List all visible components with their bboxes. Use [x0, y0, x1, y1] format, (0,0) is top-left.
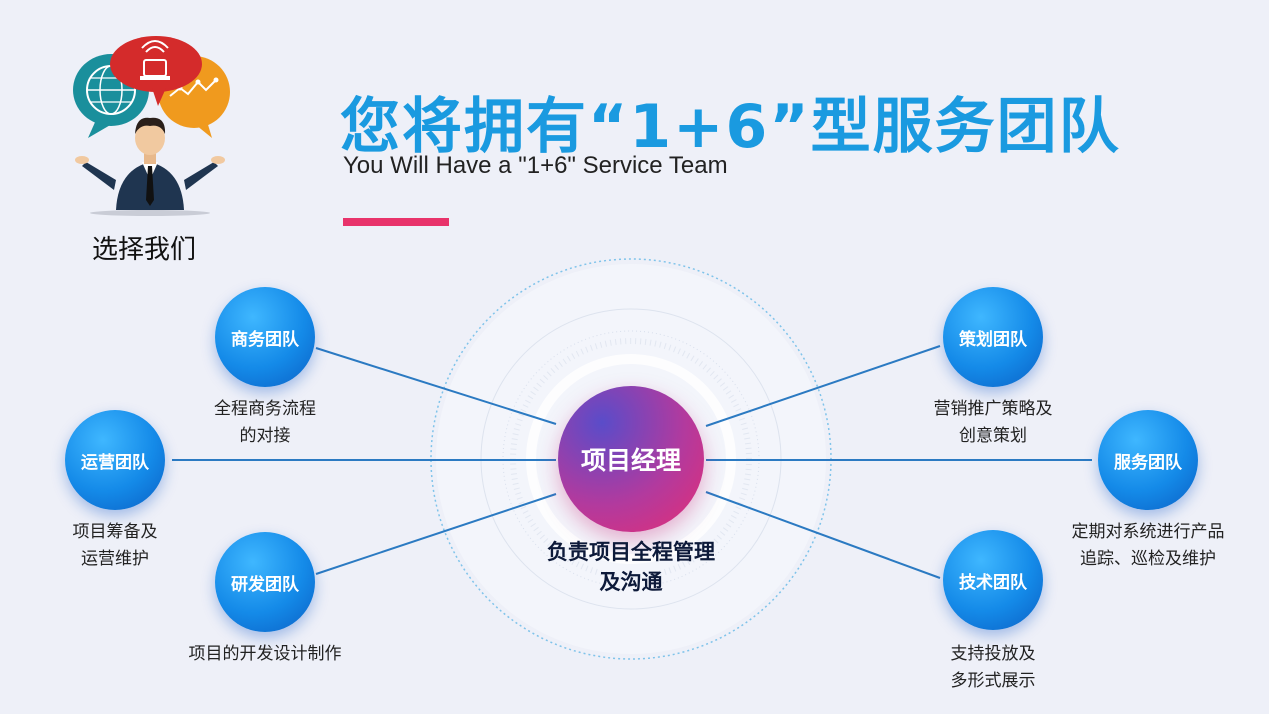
- planning-team-node: 策划团队: [943, 287, 1043, 387]
- project-manager-label: 项目经理: [580, 446, 681, 475]
- project-manager-node: 项目经理: [558, 386, 704, 532]
- rnd-team-label: 研发团队: [231, 574, 299, 595]
- rnd-team-desc: 项目的开发设计制作: [140, 641, 390, 668]
- business-team-desc-line1: 全程商务流程: [214, 399, 316, 419]
- service-team-desc-line1: 定期对系统进行产品: [1071, 522, 1225, 542]
- operations-team-desc-line2: 运营维护: [81, 549, 149, 569]
- business-team-label: 商务团队: [231, 329, 299, 350]
- rnd-team-desc-line1: 项目的开发设计制作: [188, 644, 342, 664]
- planning-team-label: 策划团队: [959, 329, 1027, 350]
- service-team-desc: 定期对系统进行产品 追踪、巡检及维护: [1048, 519, 1248, 573]
- project-manager-desc-line1: 负责项目全程管理: [547, 540, 715, 564]
- tech-team-desc: 支持投放及 多形式展示: [893, 641, 1093, 695]
- service-team-label: 服务团队: [1114, 452, 1182, 473]
- tech-team-desc-line1: 支持投放及: [950, 644, 1036, 664]
- business-team-desc-line2: 的对接: [239, 426, 291, 446]
- tech-team-node: 技术团队: [943, 530, 1043, 630]
- line-planning: [705, 345, 941, 427]
- operations-team-desc-line1: 项目筹备及: [72, 522, 158, 542]
- operations-team-label: 运营团队: [81, 452, 149, 473]
- business-team-desc: 全程商务流程 的对接: [165, 396, 365, 450]
- page-subtitle: You Will Have a "1+6" Service Team: [343, 152, 728, 179]
- tech-team-desc-line2: 多形式展示: [950, 671, 1036, 691]
- project-manager-desc: 负责项目全程管理 及沟通: [520, 537, 742, 597]
- page-title: 您将拥有“1+6”型服务团队: [340, 92, 1121, 162]
- project-manager-desc-line2: 及沟通: [599, 570, 663, 594]
- business-team-node: 商务团队: [215, 287, 315, 387]
- rnd-team-node: 研发团队: [215, 532, 315, 632]
- logo-caption: 选择我们: [92, 235, 197, 265]
- service-team-node: 服务团队: [1098, 410, 1198, 510]
- line-rnd: [315, 493, 557, 575]
- service-team-desc-line2: 追踪、巡检及维护: [1080, 549, 1216, 569]
- planning-team-desc-line1: 营销推广策略及: [933, 399, 1053, 419]
- planning-team-desc-line2: 创意策划: [959, 426, 1027, 446]
- operations-team-node: 运营团队: [65, 410, 165, 510]
- line-business: [315, 347, 557, 425]
- line-tech: [705, 491, 941, 579]
- operations-team-desc: 项目筹备及 运营维护: [15, 519, 215, 573]
- tech-team-label: 技术团队: [959, 572, 1027, 593]
- planning-team-desc: 营销推广策略及 创意策划: [893, 396, 1093, 450]
- businessman-logo-icon: [73, 36, 230, 216]
- accent-divider: [343, 218, 449, 226]
